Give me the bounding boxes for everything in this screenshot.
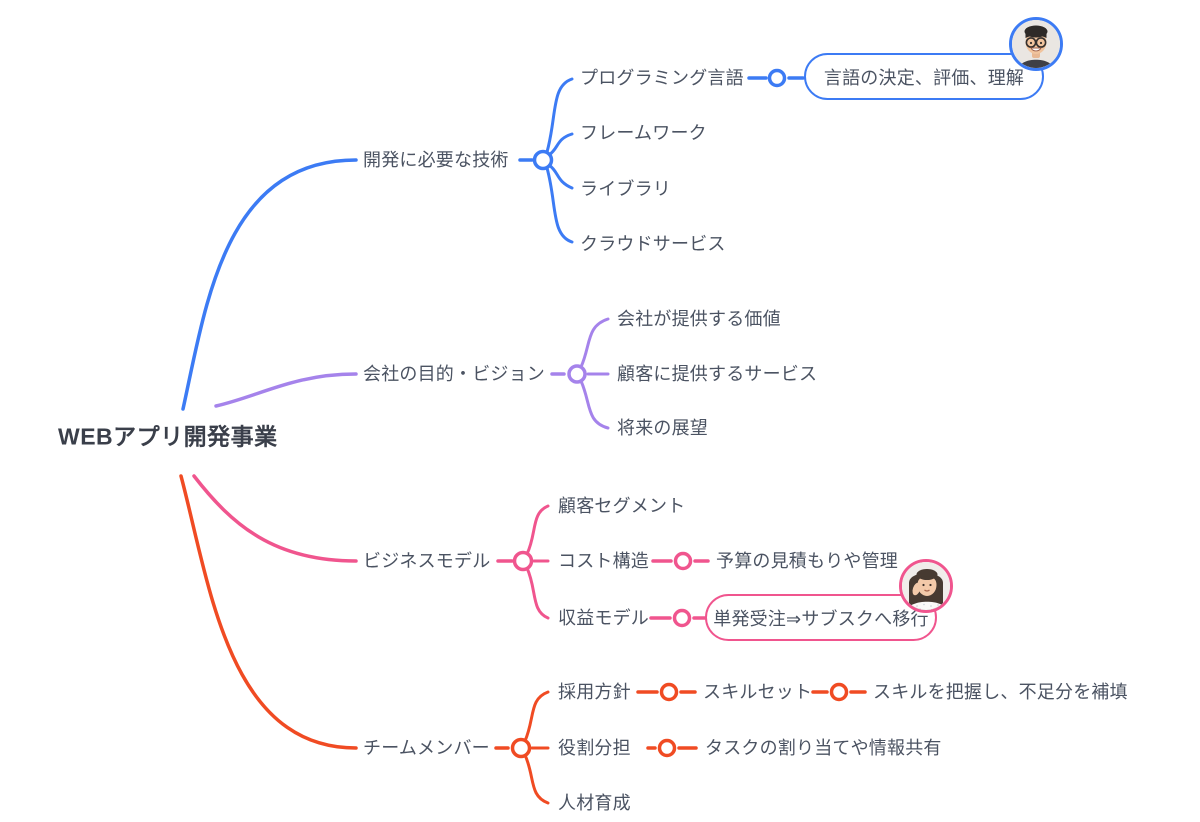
topic-cloud-service[interactable]: クラウドサービス [580,234,726,254]
topic-cost-structure[interactable]: コスト構造 [558,551,649,571]
topic-revenue-model[interactable]: 収益モデル [558,608,649,628]
vision-node-circle[interactable] [567,364,587,384]
business-node-circle[interactable] [512,550,534,572]
note-subscription-shift[interactable]: 単発受注⇒サブスクへ移行 [705,594,937,641]
topic-budget-management[interactable]: 予算の見積もりや管理 [716,551,898,571]
topic-task-sharing[interactable]: タスクの割り当てや情報共有 [705,738,942,758]
roles-node-circle[interactable] [657,738,677,758]
branch-tech[interactable]: 開発に必要な技術 [363,150,509,170]
topic-library[interactable]: ライブラリ [580,179,671,199]
topic-company-value[interactable]: 会社が提供する価値 [617,309,781,329]
topic-role-assignment[interactable]: 役割分担 [558,738,631,758]
team-child3-curve [523,753,550,805]
note-language-decision[interactable]: 言語の決定、評価、理解 [804,53,1044,100]
man-glasses-avatar-image [1012,20,1060,68]
vision-child1-curve [579,317,610,369]
tech-child3-curve [547,163,574,190]
woman-avatar[interactable] [899,559,953,613]
topic-programming-language[interactable]: プログラミング言語 [580,68,744,88]
skillset-node-circle[interactable] [829,682,849,702]
topic-hiring-policy[interactable]: 採用方針 [558,682,631,702]
branch-vision[interactable]: 会社の目的・ビジョン [363,364,545,384]
topic-skill-set[interactable]: スキルセット [703,682,813,702]
topic-customer-segment[interactable]: 顧客セグメント [558,496,686,516]
branch-team[interactable]: チームメンバー [363,738,490,758]
business-child1-curve [525,504,550,556]
topic-future-outlook[interactable]: 将来の展望 [617,418,708,438]
team-node-circle[interactable] [510,737,532,759]
tech-node-circle[interactable] [532,149,554,171]
tech-child2-curve [547,132,574,157]
topic-framework[interactable]: フレームワーク [580,123,707,143]
topic-customer-service[interactable]: 顧客に提供するサービス [617,364,818,384]
topic-skill-gap-fill[interactable]: スキルを把握し、不足分を補填 [873,682,1128,702]
note-subscription-shift-text: 単発受注⇒サブスクへ移行 [713,608,929,629]
prog-lang-node-circle[interactable] [767,68,787,88]
woman-avatar-image [902,562,950,610]
vision-child3-curve [579,379,610,430]
cost-node-circle[interactable] [673,551,693,571]
tech-child4-curve [545,166,574,244]
branch-curve-team [179,474,358,750]
team-child1-curve [523,690,550,743]
root-topic[interactable]: WEBアプリ開発事業 [58,423,278,450]
man-glasses-avatar[interactable] [1009,17,1063,71]
revenue-node-circle[interactable] [672,608,692,628]
branch-business[interactable]: ビジネスモデル [363,551,491,571]
note-language-decision-text: 言語の決定、評価、理解 [823,67,1025,88]
business-child3-curve [525,566,550,620]
tech-child1-curve [545,77,574,154]
branch-curve-tech [181,158,358,411]
hiring-node-circle[interactable] [659,682,679,702]
branch-curve-business [192,474,358,563]
branch-curve-vision [214,372,358,408]
topic-talent-development[interactable]: 人材育成 [558,793,631,813]
